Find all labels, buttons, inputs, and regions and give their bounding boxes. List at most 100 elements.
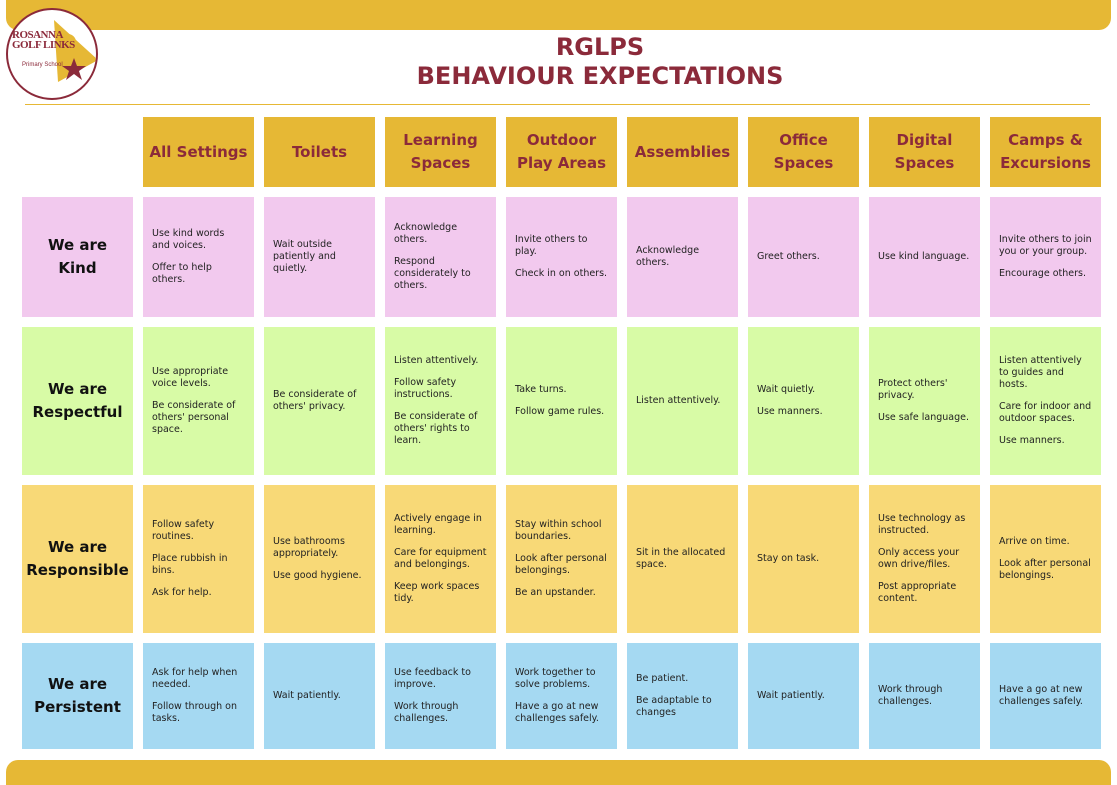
expectation-item: Greet others. — [757, 251, 820, 262]
expectation-cell: Protect others' privacy. Use safe languag… — [869, 327, 980, 475]
expectation-item: Stay within school boundaries. — [515, 519, 602, 542]
expectation-item: Be considerate of others' rights to lear… — [394, 411, 478, 446]
expectation-item: Only access your own drive/files. — [878, 547, 960, 570]
row-label-we-are-responsible: We are Responsible — [22, 485, 133, 633]
expectation-cell: Work through challenges. — [869, 643, 980, 749]
expectation-cell: Invite others to play.Check in on others… — [506, 197, 617, 317]
expectation-cell: Listen attentively. — [627, 327, 738, 475]
expectation-item: Keep work spaces tidy. — [394, 581, 480, 604]
expectation-item: Have a go at new challenges safely. — [515, 701, 599, 724]
expectation-item: Acknowledge others. — [394, 222, 458, 245]
expectation-cell: Wait outside patiently and quietly. — [264, 197, 375, 317]
logo-emblem — [54, 20, 96, 82]
top-accent-bar — [6, 0, 1111, 30]
expectation-item: Listen attentively. — [636, 395, 721, 406]
column-header-camps-and-excursions: Camps & Excursions — [990, 117, 1101, 187]
column-header-all-settings: All Settings — [143, 117, 254, 187]
expectation-cell: Invite others to join you or your group.… — [990, 197, 1101, 317]
expectation-item: Follow safety instructions. — [394, 377, 457, 400]
expectation-cell: Use kind language. — [869, 197, 980, 317]
expectation-item: Sit in the allocated space. — [636, 547, 726, 570]
expectation-cell: Stay within school boundaries. Look after… — [506, 485, 617, 633]
expectation-cell: Greet others. — [748, 197, 859, 317]
expectation-item: Invite others to join you or your group. — [999, 234, 1092, 257]
expectation-item: Invite others to play. — [515, 234, 588, 257]
expectation-cell: Follow safety routines.Place rubbish in … — [143, 485, 254, 633]
expectation-item: Use manners. — [999, 435, 1065, 446]
expectation-item: Wait patiently. — [757, 690, 825, 701]
page-subtitle: BEHAVIOUR EXPECTATIONS — [416, 62, 784, 90]
expectation-cell: Listen attentively. Follow safety instruc… — [385, 327, 496, 475]
expectation-item: Use technology as instructed. — [878, 513, 966, 536]
expectation-item: Have a go at new challenges safely. — [999, 684, 1083, 707]
expectation-item: Use kind language. — [878, 251, 970, 262]
column-header-assemblies: Assemblies — [627, 117, 738, 187]
row-label-we-are-persistent: We are Persistent — [22, 643, 133, 749]
expectation-cell: Actively engage in learning. Care for equ… — [385, 485, 496, 633]
row-label-we-are-respectful: We are Respectful — [22, 327, 133, 475]
column-header-office-spaces: Office Spaces — [748, 117, 859, 187]
expectation-item: Work through challenges. — [394, 701, 459, 724]
expectation-cell: Work together to solve problems. Have a g… — [506, 643, 617, 749]
column-header-toilets: Toilets — [264, 117, 375, 187]
expectation-item: Be considerate of others' privacy. — [273, 389, 357, 412]
expectation-item: Care for indoor and outdoor spaces. — [999, 401, 1092, 424]
expectation-item: Take turns. — [515, 384, 567, 395]
expectation-item: Be adaptable to changes — [636, 695, 712, 718]
expectation-item: Acknowledge others. — [636, 245, 700, 268]
expectation-item: Work together to solve problems. — [515, 667, 596, 690]
expectation-item: Ask for help when needed. — [152, 667, 238, 690]
expectation-item: Actively engage in learning. — [394, 513, 482, 536]
expectation-item: Use good hygiene. — [273, 570, 362, 581]
expectation-cell: Have a go at new challenges safely. — [990, 643, 1101, 749]
bottom-accent-bar — [6, 760, 1111, 785]
expectation-item: Wait quietly. — [757, 384, 816, 395]
expectation-item: Care for equipment and belongings. — [394, 547, 487, 570]
school-logo: ROSANNA GOLF LINKS Primary School — [6, 8, 98, 100]
expectation-cell: Sit in the allocated space. — [627, 485, 738, 633]
expectation-item: Be patient. — [636, 673, 689, 684]
expectation-cell: Acknowledge others. Respond considerately… — [385, 197, 496, 317]
expectation-item: Use safe language. — [878, 412, 969, 423]
expectation-item: Arrive on time. — [999, 536, 1070, 547]
expectation-item: Follow through on tasks. — [152, 701, 237, 724]
expectation-cell: Use appropriate voice levels. Be consider… — [143, 327, 254, 475]
expectation-cell: Use kind words and voices. Offer to help … — [143, 197, 254, 317]
expectation-item: Wait patiently. — [273, 690, 341, 701]
column-header-learning-spaces: Learning Spaces — [385, 117, 496, 187]
expectation-item: Use appropriate voice levels. — [152, 366, 229, 389]
expectation-item: Use kind words and voices. — [152, 228, 225, 251]
column-header-digital-spaces: Digital Spaces — [869, 117, 980, 187]
expectation-item: Wait outside patiently and quietly. — [273, 239, 336, 274]
expectation-cell: Be considerate of others' privacy. — [264, 327, 375, 475]
expectation-item: Ask for help. — [152, 587, 212, 598]
expectation-cell: Listen attentively to guides and hosts. C… — [990, 327, 1101, 475]
expectation-item: Stay on task. — [757, 553, 820, 564]
expectation-item: Be considerate of others' personal space… — [152, 400, 236, 435]
page-title: RGLPS — [555, 33, 645, 61]
column-header-outdoor-play-areas: Outdoor Play Areas — [506, 117, 617, 187]
expectation-cell: Wait patiently. — [264, 643, 375, 749]
expectation-cell: Arrive on time. Look after personal belon… — [990, 485, 1101, 633]
expectation-item: Be an upstander. — [515, 587, 596, 598]
expectation-item: Respond considerately to others. — [394, 256, 471, 291]
expectation-item: Use bathrooms appropriately. — [273, 536, 345, 559]
expectation-item: Use manners. — [757, 406, 823, 417]
expectation-cell: Ask for help when needed. Follow through … — [143, 643, 254, 749]
expectation-item: Look after personal belongings. — [515, 553, 607, 576]
expectation-item: Follow safety routines. — [152, 519, 215, 542]
expectation-cell: Take turns.Follow game rules. — [506, 327, 617, 475]
expectation-item: Look after personal belongings. — [999, 558, 1091, 581]
expectation-cell: Wait quietly. Use manners. — [748, 327, 859, 475]
expectation-item: Offer to help others. — [152, 262, 212, 285]
expectation-cell: Be patient. Be adaptable to changes — [627, 643, 738, 749]
expectation-item: Listen attentively to guides and hosts. — [999, 355, 1082, 390]
expectation-cell: Wait patiently. — [748, 643, 859, 749]
expectation-cell: Use bathrooms appropriately. Use good hyg… — [264, 485, 375, 633]
expectation-item: Protect others' privacy. — [878, 378, 948, 401]
expectation-cell: Acknowledge others. — [627, 197, 738, 317]
expectation-cell: Use feedback to improve. Work through cha… — [385, 643, 496, 749]
expectation-item: Use feedback to improve. — [394, 667, 471, 690]
logo-wordmark: ROSANNA GOLF LINKS — [12, 29, 75, 51]
expectation-item: Listen attentively. — [394, 355, 479, 366]
